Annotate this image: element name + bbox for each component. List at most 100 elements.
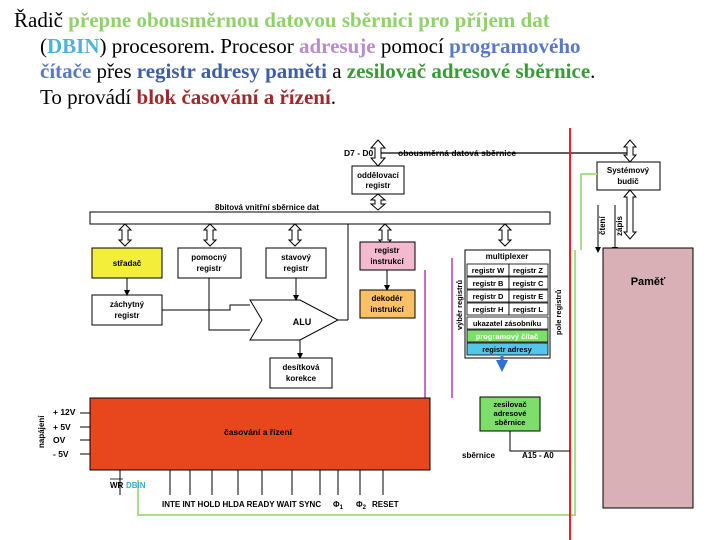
register-z-label: registr Z — [513, 266, 543, 275]
text-segment: . — [590, 59, 596, 83]
control-signal-labels: WR DBIN INTE INT HOLD HLDA READY WAIT SY… — [110, 478, 399, 511]
text-highlight: blok časování a řízení — [136, 84, 331, 109]
driver-arrow-top — [622, 139, 638, 163]
system-driver-label-1: Systémový — [607, 166, 650, 175]
register-array-label: pole registrů — [554, 289, 563, 335]
text-line-3: čítače přes registr adresy paměti a zesi… — [14, 59, 714, 85]
register-e-label: registr E — [513, 292, 543, 301]
write-label: zápis — [615, 215, 624, 236]
text-segment: ) procesorem. Procesor — [99, 33, 299, 58]
wr-signal-label: WR — [110, 481, 124, 490]
internal-bus-arrows — [117, 223, 513, 247]
accumulator: střadač — [91, 247, 163, 279]
instruction-decoder: dekodér instrukcí — [359, 289, 416, 319]
text-segment: Řadič — [14, 8, 69, 32]
auxiliary-register-label-2: registr — [197, 264, 222, 273]
internal-bus: 8bitová vnitřní sběrnice dat — [89, 203, 551, 225]
driver-arrow-down — [622, 189, 638, 240]
register-w-label: registr W — [472, 266, 505, 275]
address-buffer-label-3: sběrnice — [495, 418, 526, 427]
decimal-adjust: desítková korekce — [269, 357, 333, 389]
memory-label: Paměť — [631, 276, 666, 288]
power-minus-5v: - 5V — [53, 449, 69, 459]
address-lines-label: A15 - A0 — [522, 451, 554, 460]
status-register: stavový registr — [265, 247, 327, 279]
control-links — [424, 258, 453, 398]
register-e-cell — [508, 289, 549, 303]
text-highlight: zesilovač adresové sběrnice — [346, 59, 591, 83]
instruction-register-label-2: instrukcí — [370, 257, 404, 266]
latch-register: záchytný registr — [91, 294, 163, 326]
alu-label: ALU — [293, 317, 312, 327]
address-buffer-label-2: adresové — [494, 409, 527, 418]
d7-d0-label: D7 - D0 — [344, 148, 374, 158]
separating-register-label-2: registr — [366, 181, 391, 190]
separating-register-label-1: oddělovací — [357, 171, 400, 180]
address-register-cell — [466, 342, 549, 356]
text-segment: a — [326, 59, 347, 83]
text-segment: pomocí — [375, 33, 450, 58]
read-label: čtení — [598, 216, 607, 235]
text-highlight: přepne obousměrnou datovou sběrnici pro … — [68, 8, 550, 32]
control-signal-lines — [119, 470, 384, 495]
alu-connections — [162, 224, 349, 331]
register-l-label: registr L — [513, 305, 543, 314]
register-file: multiplexer registr W registr Z registr … — [464, 249, 551, 359]
program-counter-label: programový čítač — [476, 332, 539, 341]
auxiliary-register: pomocný registr — [177, 247, 242, 279]
register-l-cell — [508, 302, 549, 316]
latch-register-label-2: registr — [115, 311, 140, 320]
register-c-cell — [508, 276, 549, 290]
data-bus-label: obousměrná datová sběrnice — [398, 148, 516, 158]
control-signals-label: INTE INT HOLD HLDA READY WAIT SYNC — [162, 500, 321, 509]
multiplexer-label: multiplexer — [486, 252, 529, 261]
register-b-label: registr B — [473, 279, 504, 288]
text-highlight: adresuje — [298, 33, 376, 58]
text-highlight: čítače — [40, 59, 92, 83]
bus-arrow-down — [369, 193, 387, 211]
alu: ALU — [249, 299, 340, 341]
read-write-lines: čtení zápis — [595, 205, 624, 253]
system-driver: Systémový budič — [596, 161, 661, 191]
memory-block: Paměť — [602, 247, 694, 509]
text-line-4: To provádí blok časování a řízení. — [14, 85, 714, 111]
power-supply-labels: napájení + 12V + 5V OV - 5V — [37, 407, 90, 459]
power-label: napájení — [37, 415, 46, 448]
auxiliary-register-label-1: pomocný — [191, 253, 227, 262]
text-line-2: (DBIN) procesorem. Procesor adresuje pom… — [14, 34, 714, 60]
timing-control-block: časování a řízení — [89, 397, 431, 471]
register-d-label: registr D — [473, 292, 504, 301]
system-driver-label-2: budič — [617, 177, 639, 186]
phi1-label: Φ1 — [333, 500, 344, 511]
register-select-label: výběr registrů — [455, 280, 464, 330]
address-register-label: registr adresy — [482, 345, 532, 354]
status-register-label-1: stavový — [281, 253, 311, 262]
power-5v: + 5V — [53, 422, 71, 432]
text-segment: To provádí — [40, 84, 137, 109]
register-z-cell — [508, 263, 549, 277]
dbin-signal-label: DBIN — [126, 481, 146, 490]
program-counter-cell — [466, 329, 549, 343]
text-segment: přes — [91, 59, 137, 83]
separating-register: oddělovací registr — [351, 165, 405, 195]
timing-control-label: časování a řízení — [224, 427, 293, 437]
power-0v: OV — [53, 435, 66, 445]
register-c-label: registr C — [513, 279, 544, 288]
text-segment: . — [330, 84, 337, 109]
text-highlight: registr adresy paměti — [136, 59, 327, 83]
text-segment: ( — [40, 33, 47, 58]
accumulator-label: střadač — [113, 259, 142, 268]
register-h-label: registr H — [473, 305, 504, 314]
power-12v: + 12V — [53, 407, 76, 417]
instruction-register-label-1: registr — [375, 246, 400, 255]
text-highlight: programového — [449, 33, 581, 58]
address-buffer: zesilovač adresové sběrnice — [479, 396, 541, 432]
decimal-adjust-label-1: desítková — [283, 363, 320, 372]
stack-pointer-cell — [466, 316, 549, 330]
internal-bus-label: 8bitová vnitřní sběrnice dat — [215, 203, 319, 212]
blue-arrows — [496, 356, 508, 372]
instruction-register: registr instrukcí — [359, 241, 416, 271]
address-bus-label: sběrnice — [462, 451, 495, 460]
status-register-label-2: registr — [284, 264, 309, 273]
